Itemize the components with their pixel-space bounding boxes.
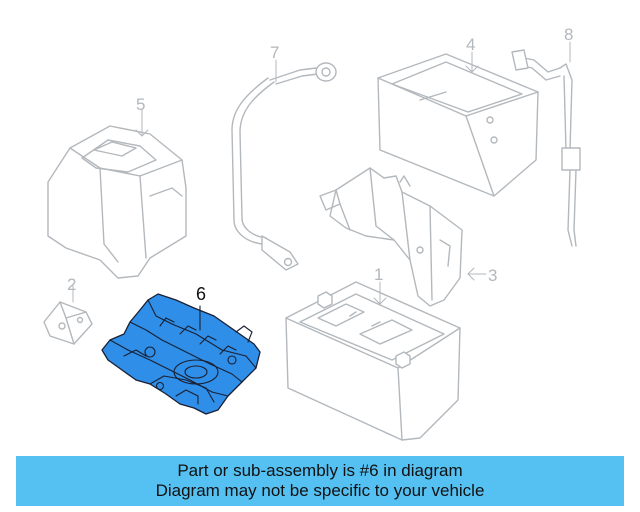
callout-5: 5 xyxy=(136,95,145,114)
callout-1: 1 xyxy=(374,265,383,284)
info-banner: Part or sub-assembly is #6 in diagram Di… xyxy=(16,456,624,506)
callout-7: 7 xyxy=(270,43,279,62)
part-7-negative-cable xyxy=(231,59,337,271)
part-1-battery xyxy=(285,281,461,441)
part-4-battery xyxy=(377,51,539,197)
callout-8: 8 xyxy=(564,25,573,44)
callout-4: 4 xyxy=(466,35,475,54)
banner-line-1: Part or sub-assembly is #6 in diagram xyxy=(177,461,463,480)
callout-6: 6 xyxy=(196,284,206,304)
callout-3: 3 xyxy=(488,266,497,285)
part-5-battery-cover xyxy=(47,109,187,279)
part-6-battery-tray xyxy=(101,293,261,415)
part-3-bracket xyxy=(319,167,487,307)
callout-2: 2 xyxy=(67,275,76,294)
part-8-positive-cable xyxy=(511,41,581,247)
parts-diagram: 1 2 3 4 5 6 7 8 xyxy=(43,25,581,441)
part-2-clip xyxy=(43,283,93,345)
banner-line-2: Diagram may not be specific to your vehi… xyxy=(155,481,485,500)
